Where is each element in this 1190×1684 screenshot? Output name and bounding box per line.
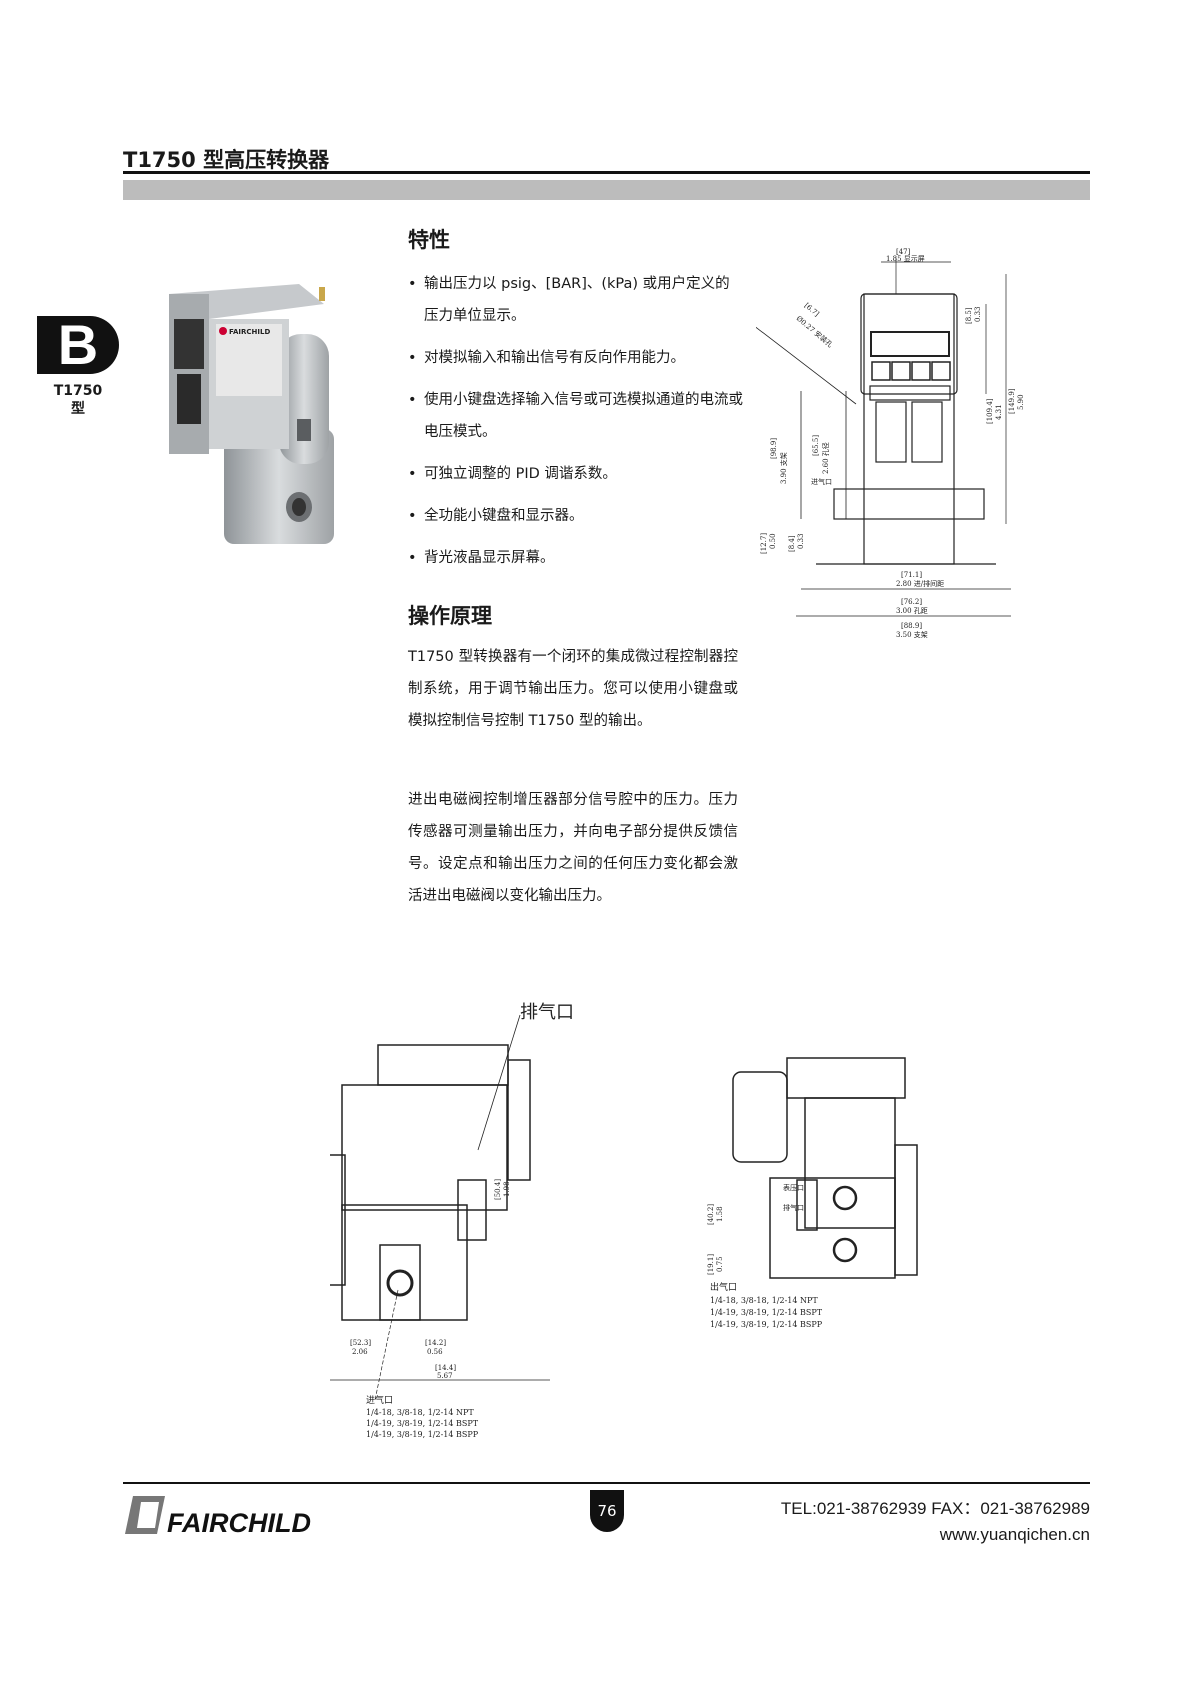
exhaust-note: 排气口 [783,1203,804,1212]
dim-label: [19.1] [707,1254,715,1275]
dim-label: [109.4] [986,398,994,424]
dim-label: 1.98 [503,1181,511,1197]
tab-model-suffix: 型 [71,401,85,417]
dim-label: [88.9] [901,622,922,630]
contact-info: TEL:021-38762939 FAX：021-38762989 [780,1499,1090,1518]
dim-label: 5.90 [1017,394,1025,410]
thread-spec: 1/4-18, 3/8-18, 1/2-14 NPT [710,1296,818,1305]
dim-label: 0.33 [797,533,805,549]
dim-label: 0.50 [769,533,777,549]
exhaust-label: 排气口 [520,1002,574,1023]
features-heading: 特性 [408,228,450,252]
thread-spec: 1/4-19, 3/8-19, 1/2-14 BSPT [366,1419,479,1428]
dim-label: 3.90 支架 [779,452,788,484]
dim-label: [8.4] [788,535,796,552]
logo-text: FAIRCHILD [167,1508,311,1536]
dim-label: Ø0.27 安装孔 [795,314,835,350]
dim-label: [76.2] [901,598,922,606]
dim-label: 2.06 [352,1348,368,1356]
header-band [123,180,1090,200]
section-tab: B [37,316,119,374]
dim-label: 4.31 [995,404,1003,420]
side-view-drawing-left: 排气口 [52.3] 2.06 [50.4] 1.98 [14.2] 0.56 … [330,1002,574,1439]
thread-spec: 1/4-19, 3/8-19, 1/2-14 BSPP [366,1430,479,1439]
thread-spec: 1/4-18, 3/8-18, 1/2-14 NPT [366,1408,474,1417]
tab-model-name: T1750 [53,383,103,399]
page-title: T1750 型高压转换器 [123,148,330,172]
photo-brand-label: FAIRCHILD [229,328,270,336]
dim-label: 0.56 [427,1348,443,1356]
dim-label: 3.00 孔距 [896,607,928,615]
title-rule [123,171,1090,174]
dim-label: 2.60 孔径 [821,442,830,474]
side-view-drawing-right: 表压口 排气口 [40.2] 1.58 [19.1] 0.75 出气口 1/4-… [707,1057,918,1329]
features-list: 输出压力以 psig、[BAR]、(kPa) 或用户定义的压力单位显示。 对模拟… [408,268,743,584]
dim-label: 0.75 [716,1256,724,1272]
dim-label: [6.7] [803,301,821,318]
dim-label: 2.80 进/排间距 [896,579,944,588]
gauge-label: 表压口 [783,1183,804,1192]
inlet-label: 进气口 [366,1394,393,1406]
dim-label: 3.50 支架 [896,630,928,639]
operation-heading: 操作原理 [408,604,492,628]
dim-label: [14.4] [435,1364,456,1372]
section-tab-model: T1750 型 [48,382,108,418]
dim-label: 1.58 [716,1206,724,1222]
front-view-drawing: [47] 1.85 显示屏 [6.7] Ø0.27 安装孔 [98.9] 3.9… [756,248,1025,639]
dim-label: [12.7] [760,533,768,554]
dim-label: [98.9] [770,438,778,459]
dim-label: [40.2] [707,1204,715,1225]
website-link[interactable]: www.yuanqichen.cn [939,1525,1090,1544]
dim-label: 0.33 [974,306,982,322]
dim-label: [52.3] [350,1339,371,1347]
page-number: 76 [590,1490,624,1532]
fairchild-logo: FAIRCHILD [125,1496,311,1536]
thread-spec: 1/4-19, 3/8-19, 1/2-14 BSPP [710,1320,823,1329]
inlet-label: 进气口 [811,477,832,486]
feature-item: 全功能小键盘和显示器。 [408,500,743,532]
dim-label: [14.2] [425,1339,446,1347]
operation-paragraph: T1750 型转换器有一个闭环的集成微过程控制器控制系统，用于调节输出压力。您可… [408,649,738,729]
feature-item: 可独立调整的 PID 调谐系数。 [408,458,743,490]
dim-label: [65.5] [812,435,820,456]
dim-label: 1.85 显示屏 [886,255,925,263]
footer-rule [123,1482,1090,1484]
operation-paragraph: 进出电磁阀控制增压器部分信号腔中的压力。压力传感器可测量输出压力，并向电子部分提… [408,792,738,904]
feature-item: 背光液晶显示屏幕。 [408,542,743,574]
dim-label: 5.67 [437,1372,453,1380]
feature-item: 输出压力以 psig、[BAR]、(kPa) 或用户定义的压力单位显示。 [408,268,743,332]
dim-label: [71.1] [901,571,922,579]
dim-label: [8.5] [965,307,973,324]
product-photo: FAIRCHILD [169,284,334,544]
feature-item: 使用小键盘选择输入信号或可选模拟通道的电流或电压模式。 [408,384,743,448]
dim-label: [47] [896,248,911,256]
dim-label: [50.4] [494,1179,502,1200]
dim-label: [149.9] [1008,388,1016,414]
thread-spec: 1/4-19, 3/8-19, 1/2-14 BSPT [710,1308,823,1317]
outlet-label: 出气口 [710,1281,737,1293]
feature-item: 对模拟输入和输出信号有反向作用能力。 [408,342,743,374]
